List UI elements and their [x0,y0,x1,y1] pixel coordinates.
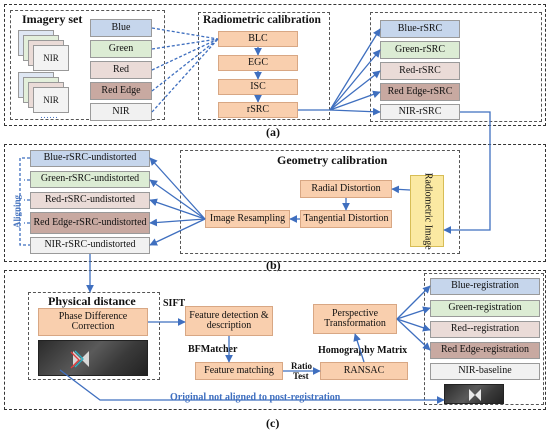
panel-a [4,4,546,126]
panel-b [4,144,546,262]
original-caption: Original not aligned to post-registratio… [170,392,341,403]
test-label: Test [293,371,309,381]
bowtie-glyph-icon [469,389,481,401]
band-nir: NIR [90,103,152,121]
output-green-rsrc: Green-rSRC [380,41,460,59]
ratio-label: Ratio [291,361,312,371]
perspective-transformation: Perspective Transformation [313,304,397,334]
registered-thumbnail [444,384,504,404]
stack-nir-label: NIR [43,53,59,63]
registration-blue: Blue-registration [430,278,540,295]
ellipsis: …… [40,110,58,120]
radiometric-image: Radiometric Image [410,173,444,249]
feature-matching: Feature matching [195,362,283,380]
undistorted-red: Red-rSRC-undistorted [30,192,150,209]
registration-red: Red--registration [430,321,540,338]
homography-label: Homography Matrix [318,345,408,356]
image-stack-nir: NIR [33,87,69,113]
band-red: Red [90,61,152,79]
registration-box [424,273,544,405]
sift-label: SIFT [163,298,186,309]
stack-nir-label: NIR [43,95,59,105]
panel-c [4,270,546,410]
geometry-title: Geometry calibration [277,153,388,167]
radiometric-title: Radiometric calibration [203,14,321,26]
panel-a-label: (a) [266,125,280,139]
output-blue-rsrc: Blue-rSRC [380,20,460,38]
imagery-set-box [10,10,165,120]
phase-correction-thumbnail [38,340,148,376]
imagery-set-title: Imagery set [22,12,83,26]
physical-distance-title: Physical distance [48,294,136,308]
band-red-edge: Red Edge [90,82,152,100]
panel-c-label: (c) [266,416,280,430]
panel-b-label: (b) [266,258,281,272]
phase-difference-correction: Phase Difference Correction [38,308,148,336]
undistorted-green: Green-rSRC-undistorted [30,171,150,188]
step-blc: BLC [218,31,298,47]
rsrc-output-box [370,12,542,122]
image-stack-nir: NIR [33,45,69,71]
output-red-edge-rsrc: Red Edge-rSRC [380,83,460,101]
feature-detection: Feature detection & description [185,306,273,336]
bfmatcher-label: BFMatcher [188,344,238,355]
registration-red-edge: Red Edge-registration [430,342,540,359]
physical-distance-box [28,292,160,380]
band-green: Green [90,40,152,58]
nir-baseline: NIR-baseline [430,363,540,380]
bowtie-glyph-icon [70,350,89,369]
band-blue: Blue [90,19,152,37]
radiometric-calibration-box [198,12,330,120]
